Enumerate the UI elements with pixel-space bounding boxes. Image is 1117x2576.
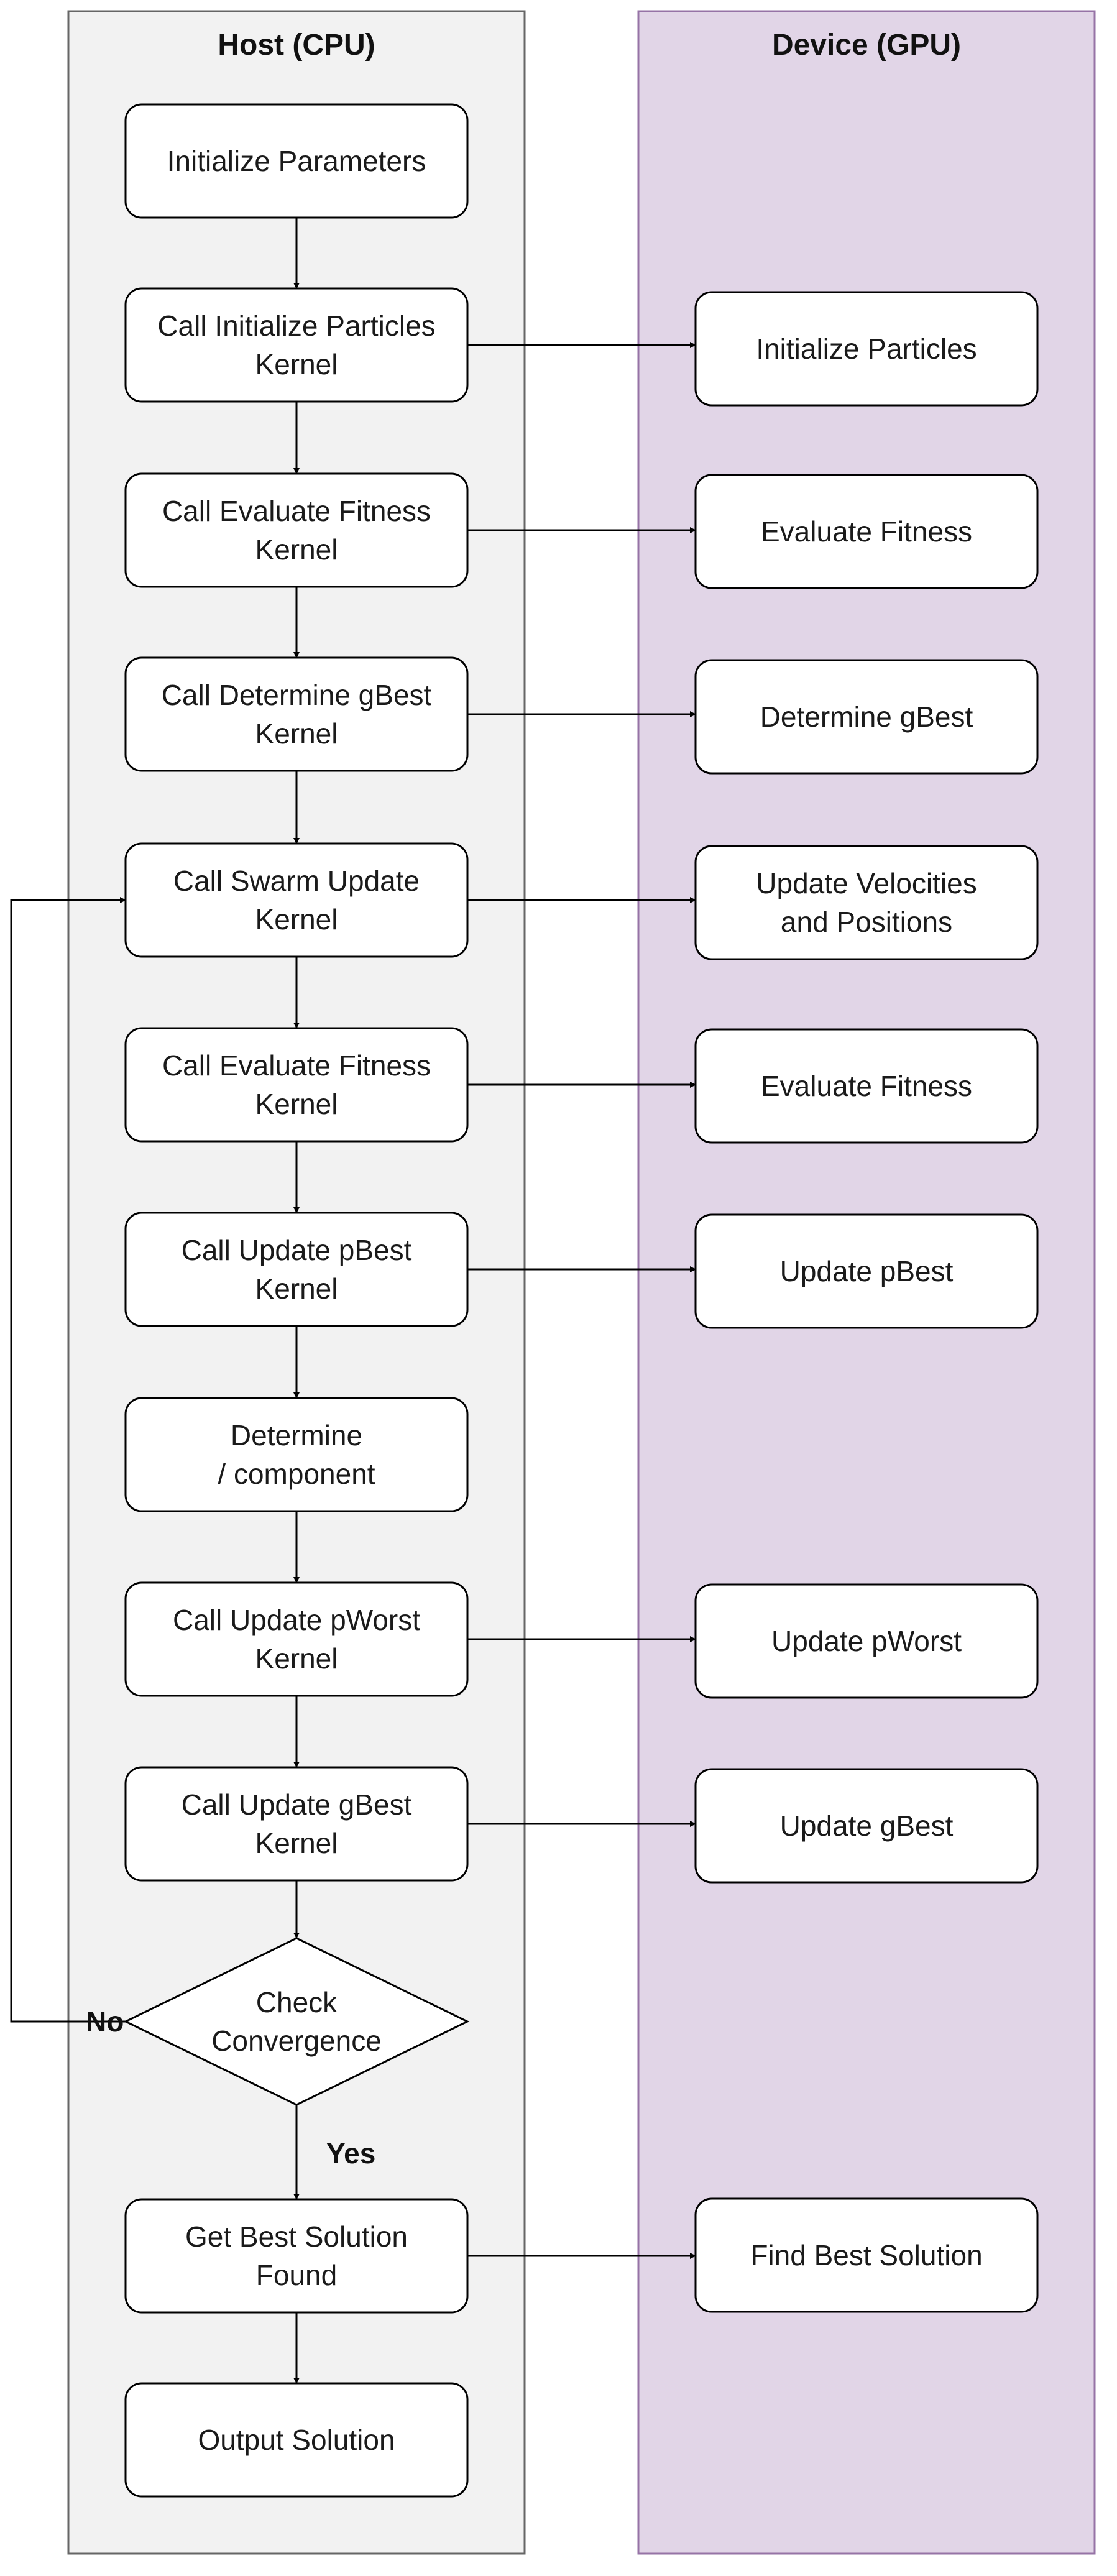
host-lane-title: Host (CPU): [218, 29, 375, 62]
host-step-call-swarm-update-label-line-2: Kernel: [255, 903, 338, 936]
host-step-call-swarm-update-label-line-1: Call Swarm Update: [173, 865, 420, 897]
host-step-call-eval-fitness-1-shape: [124, 472, 469, 588]
device-step-dev-update-gbest-label-line-1: Update gBest: [780, 1810, 954, 1842]
host-step-call-update-gbest-shape: [124, 1766, 469, 1882]
host-step-call-eval-fitness-2-shape: [124, 1027, 469, 1143]
device-step-dev-update-vel-pos-label-line-2: and Positions: [781, 906, 952, 938]
host-decision-check-convergence-label-line-1: Check: [256, 1986, 338, 2018]
device-step-dev-eval-fitness-2: Evaluate Fitness: [694, 1028, 1039, 1144]
branch-label-yes: Yes: [326, 2137, 375, 2169]
host-step-call-update-pworst-label-line-1: Call Update pWorst: [173, 1604, 420, 1636]
host-step-init-params-shape: [124, 103, 469, 219]
host-step-call-init-particles-shape: [124, 287, 469, 403]
host-step-call-update-gbest-label-line-1: Call Update gBest: [182, 1788, 412, 1821]
host-step-call-update-pbest-shape: [124, 1212, 469, 1327]
device-step-dev-init-particles-label-line-1: Initialize Particles: [756, 333, 977, 365]
device-step-dev-eval-fitness-1-shape: [694, 474, 1039, 589]
host-step-call-init-particles-label-line-2: Kernel: [255, 348, 338, 380]
device-step-dev-eval-fitness-2-shape: [694, 1028, 1039, 1144]
device-step-dev-update-vel-pos: Update Velocities and Positions: [694, 845, 1039, 960]
device-step-dev-update-pworst: Update pWorst: [694, 1583, 1039, 1699]
host-step-get-best-solution-label-line-1: Get Best Solution: [185, 2220, 408, 2253]
device-step-dev-update-pbest: Update pBest: [694, 1213, 1039, 1329]
device-step-dev-determine-gbest-shape: [694, 659, 1039, 775]
device-lane-title: Device (GPU): [772, 29, 961, 62]
host-step-determine-component-shape: [124, 1397, 469, 1512]
host-step-call-determine-gbest-label-line-1: Call Determine gBest: [162, 679, 432, 711]
device-step-dev-update-gbest-shape: [694, 1768, 1039, 1884]
device-step-dev-update-pbest-label-line-1: Update pBest: [780, 1255, 954, 1287]
device-step-dev-init-particles-shape: [694, 291, 1039, 407]
device-step-dev-update-pworst-label-line-1: Update pWorst: [771, 1625, 962, 1657]
host-step-call-eval-fitness-2-label-line-2: Kernel: [255, 1088, 338, 1120]
device-step-dev-find-best: Find Best Solution: [694, 2197, 1039, 2313]
branch-label-no: No: [86, 2005, 124, 2038]
host-step-call-eval-fitness-1-label-line-1: Call Evaluate Fitness: [162, 495, 431, 527]
device-step-dev-init-particles: Initialize Particles: [694, 291, 1039, 407]
host-step-get-best-solution-label-line-2: Found: [256, 2259, 337, 2291]
arrow-no-loop-back: [10, 897, 126, 2023]
device-step-dev-determine-gbest-label-line-1: Determine gBest: [760, 701, 973, 733]
device-step-dev-eval-fitness-2-label-line-1: Evaluate Fitness: [761, 1070, 972, 1102]
host-step-init-params-label-line-1: Initialize Parameters: [167, 145, 426, 177]
host-step-call-init-particles-label-line-1: Call Initialize Particles: [157, 310, 435, 342]
host-step-output-solution-shape: [124, 2382, 469, 2498]
host-step-output-solution-label-line-1: Output Solution: [198, 2424, 395, 2456]
device-step-dev-find-best-shape: [694, 2197, 1039, 2313]
host-step-call-update-pworst-shape: [124, 1581, 469, 1697]
device-step-dev-find-best-label-line-1: Find Best Solution: [750, 2239, 982, 2271]
host-step-call-eval-fitness-2-label-line-1: Call Evaluate Fitness: [162, 1049, 431, 1082]
host-step-call-determine-gbest-label-line-2: Kernel: [255, 717, 338, 750]
host-step-call-update-gbest-label-line-2: Kernel: [255, 1827, 338, 1859]
edges-layer: [10, 218, 696, 2384]
host-step-call-update-pworst-label-line-2: Kernel: [255, 1642, 338, 1675]
device-step-dev-update-vel-pos-shape: [694, 845, 1039, 960]
host-decision-check-convergence-shape: [123, 1937, 470, 2106]
host-step-call-update-pbest-label-line-2: Kernel: [255, 1272, 338, 1305]
host-decision-check-convergence-label-line-2: Convergence: [211, 2025, 382, 2057]
device-step-dev-eval-fitness-1-label-line-1: Evaluate Fitness: [761, 515, 972, 548]
host-step-determine-component-label-line-1: Determine: [231, 1419, 362, 1451]
device-step-dev-update-pbest-shape: [694, 1213, 1039, 1329]
device-step-dev-determine-gbest: Determine gBest: [694, 659, 1039, 775]
host-step-init-params: Initialize Parameters: [124, 103, 469, 219]
host-step-call-determine-gbest-shape: [124, 656, 469, 772]
device-step-dev-update-vel-pos-label-line-1: Update Velocities: [756, 867, 977, 899]
branch-labels-layer: No Yes: [86, 2005, 375, 2169]
host-step-determine-component-label-line-2: / component: [218, 1458, 375, 1490]
host-step-call-eval-fitness-1-label-line-2: Kernel: [255, 533, 338, 566]
host-step-output-solution: Output Solution: [124, 2382, 469, 2498]
device-step-dev-update-pworst-shape: [694, 1583, 1039, 1699]
host-step-determine-component: Determine / component: [124, 1397, 469, 1512]
host-step-call-swarm-update-shape: [124, 842, 469, 958]
device-step-dev-eval-fitness-1: Evaluate Fitness: [694, 474, 1039, 589]
host-step-get-best-solution-shape: [124, 2198, 469, 2314]
host-step-call-update-pbest-label-line-1: Call Update pBest: [182, 1234, 412, 1266]
device-step-dev-update-gbest: Update gBest: [694, 1768, 1039, 1884]
